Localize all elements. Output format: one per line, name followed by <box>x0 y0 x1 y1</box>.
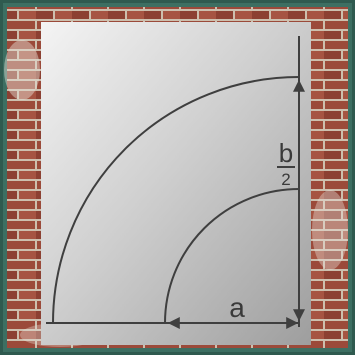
wall-patch <box>312 190 348 270</box>
label-a: a <box>229 292 245 323</box>
label-b-denominator: 2 <box>281 170 290 189</box>
glass-panel <box>41 22 311 345</box>
label-b: b <box>279 138 293 168</box>
inner-arc <box>164 188 300 324</box>
wall-patch <box>4 40 40 100</box>
outer-arc <box>52 76 300 324</box>
